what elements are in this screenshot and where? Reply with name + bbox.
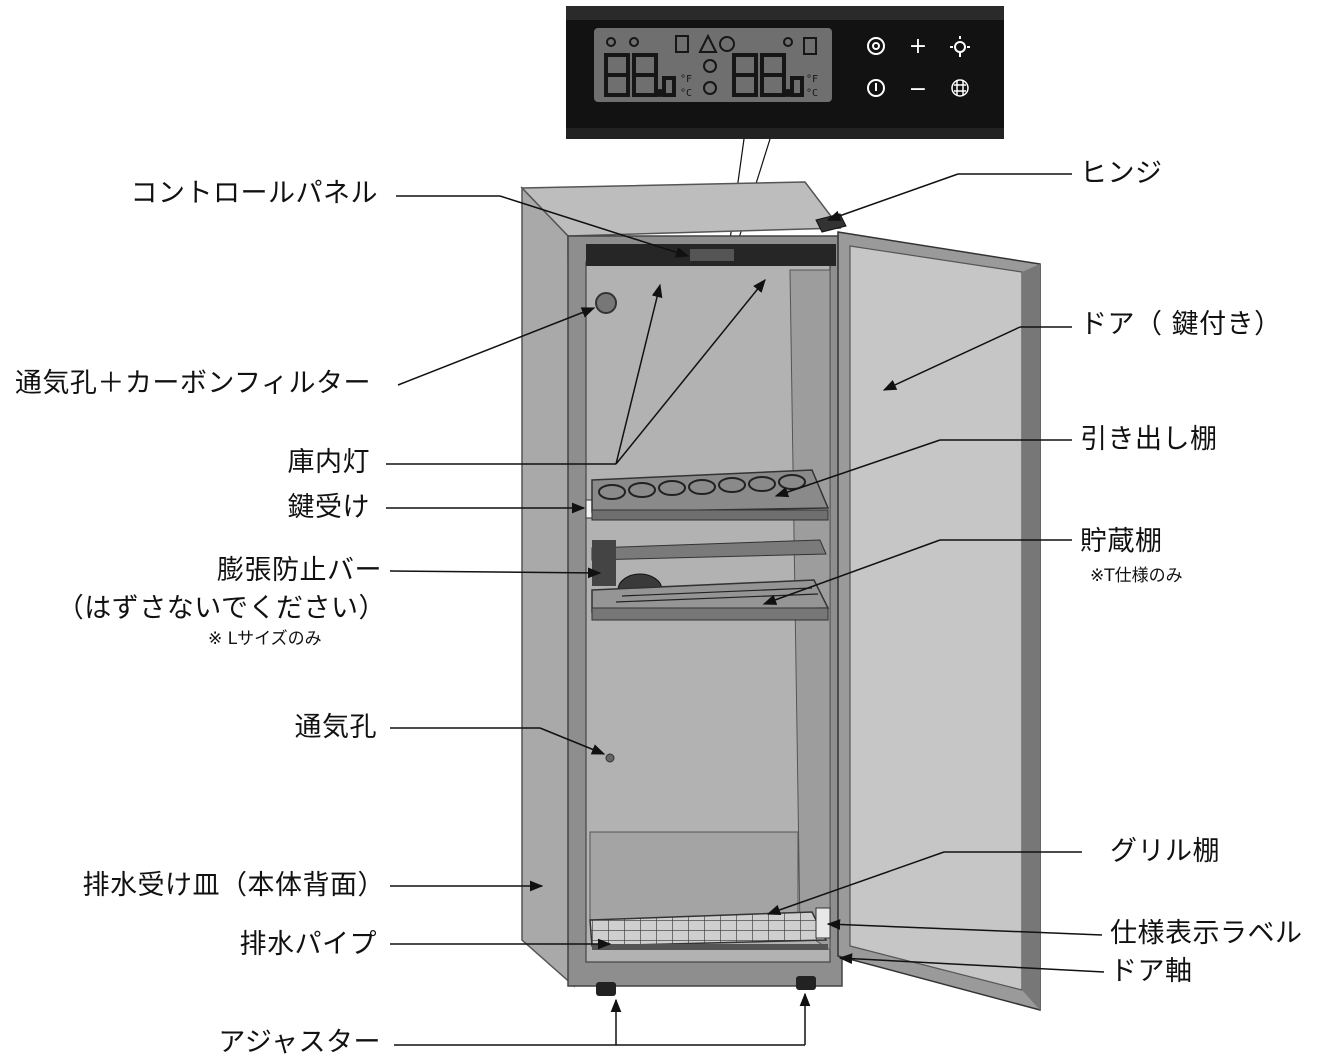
control-panel-inset: °F °C °F °C + bbox=[566, 6, 1004, 139]
label-interior-light: 庫内灯 bbox=[287, 447, 370, 478]
small-vent bbox=[605, 753, 615, 763]
leader-light-arrow2 bbox=[615, 278, 766, 465]
open-door bbox=[837, 231, 1041, 1011]
label-grill-shelf: グリル棚 bbox=[1110, 836, 1220, 867]
label-control-panel: コントロールパネル bbox=[130, 178, 378, 209]
label-drawer-shelf: 引き出し棚 bbox=[1080, 424, 1218, 455]
adjuster-feet bbox=[596, 976, 816, 996]
power-icon[interactable] bbox=[867, 79, 885, 97]
label-hinge: ヒンジ bbox=[1080, 158, 1163, 189]
settings-icon[interactable] bbox=[867, 37, 885, 55]
panel-unit-f-left: °F bbox=[680, 74, 692, 85]
leader-hinge-arrow bbox=[826, 173, 959, 222]
leader-grill-arrow bbox=[766, 851, 945, 916]
grid-icon[interactable] bbox=[951, 79, 969, 97]
leader-vent-filter bbox=[397, 307, 596, 386]
label-adjuster: アジャスター bbox=[218, 1027, 381, 1058]
leader-door-axis bbox=[838, 953, 1105, 973]
panel-unit-f-right: °F bbox=[806, 74, 818, 85]
label-t-spec-note: ※T仕様のみ bbox=[1090, 566, 1183, 586]
minus-icon[interactable]: − bbox=[909, 77, 927, 102]
left-temperature-display bbox=[604, 53, 676, 97]
leader-control-panel-arrow bbox=[499, 195, 690, 258]
label-vent: 通気孔 bbox=[294, 712, 377, 743]
vent-filter bbox=[595, 292, 617, 314]
right-temperature-display bbox=[732, 53, 804, 97]
panel-indicator-icons bbox=[606, 33, 817, 95]
label-l-size-note: ※ Lサイズのみ bbox=[208, 629, 322, 649]
label-vent-carbon-filter: 通気孔＋カーボンフィルター bbox=[14, 368, 371, 399]
storage-shelf bbox=[591, 539, 830, 621]
leader-light-arrow1 bbox=[615, 283, 663, 465]
label-anti-swelling-note: （はずさないでください） bbox=[56, 593, 386, 624]
label-key-receiver: 鍵受け bbox=[287, 492, 370, 523]
label-storage-shelf: 貯蔵棚 bbox=[1080, 526, 1163, 557]
leader-storage-arrow bbox=[762, 539, 941, 605]
label-door-axis: ドア軸 bbox=[1110, 956, 1193, 987]
label-anti-swelling-bar: 膨張防止バー bbox=[217, 555, 382, 586]
leader-drawer-arrow bbox=[774, 439, 941, 498]
leader-anti-swelling bbox=[389, 567, 602, 579]
leader-vent-arrow bbox=[539, 727, 606, 755]
label-drain-pipe: 排水パイプ bbox=[239, 929, 377, 960]
drawer-shelf bbox=[591, 469, 830, 521]
key-receiver bbox=[585, 499, 593, 519]
grill-shelf bbox=[589, 911, 828, 950]
spec-label bbox=[815, 907, 831, 939]
leader-spec-label bbox=[826, 919, 1103, 936]
label-door: ドア（ 鍵付き） bbox=[1080, 309, 1282, 340]
label-spec-label: 仕様表示ラベル bbox=[1110, 918, 1303, 949]
leader-door-arrow bbox=[882, 326, 1021, 391]
light-icon[interactable] bbox=[950, 36, 970, 57]
plus-icon[interactable]: + bbox=[909, 34, 927, 59]
label-drain-tray: 排水受け皿（本体背面） bbox=[82, 870, 385, 901]
panel-unit-c-right: °C bbox=[806, 88, 818, 99]
panel-unit-c-left: °C bbox=[680, 88, 692, 99]
